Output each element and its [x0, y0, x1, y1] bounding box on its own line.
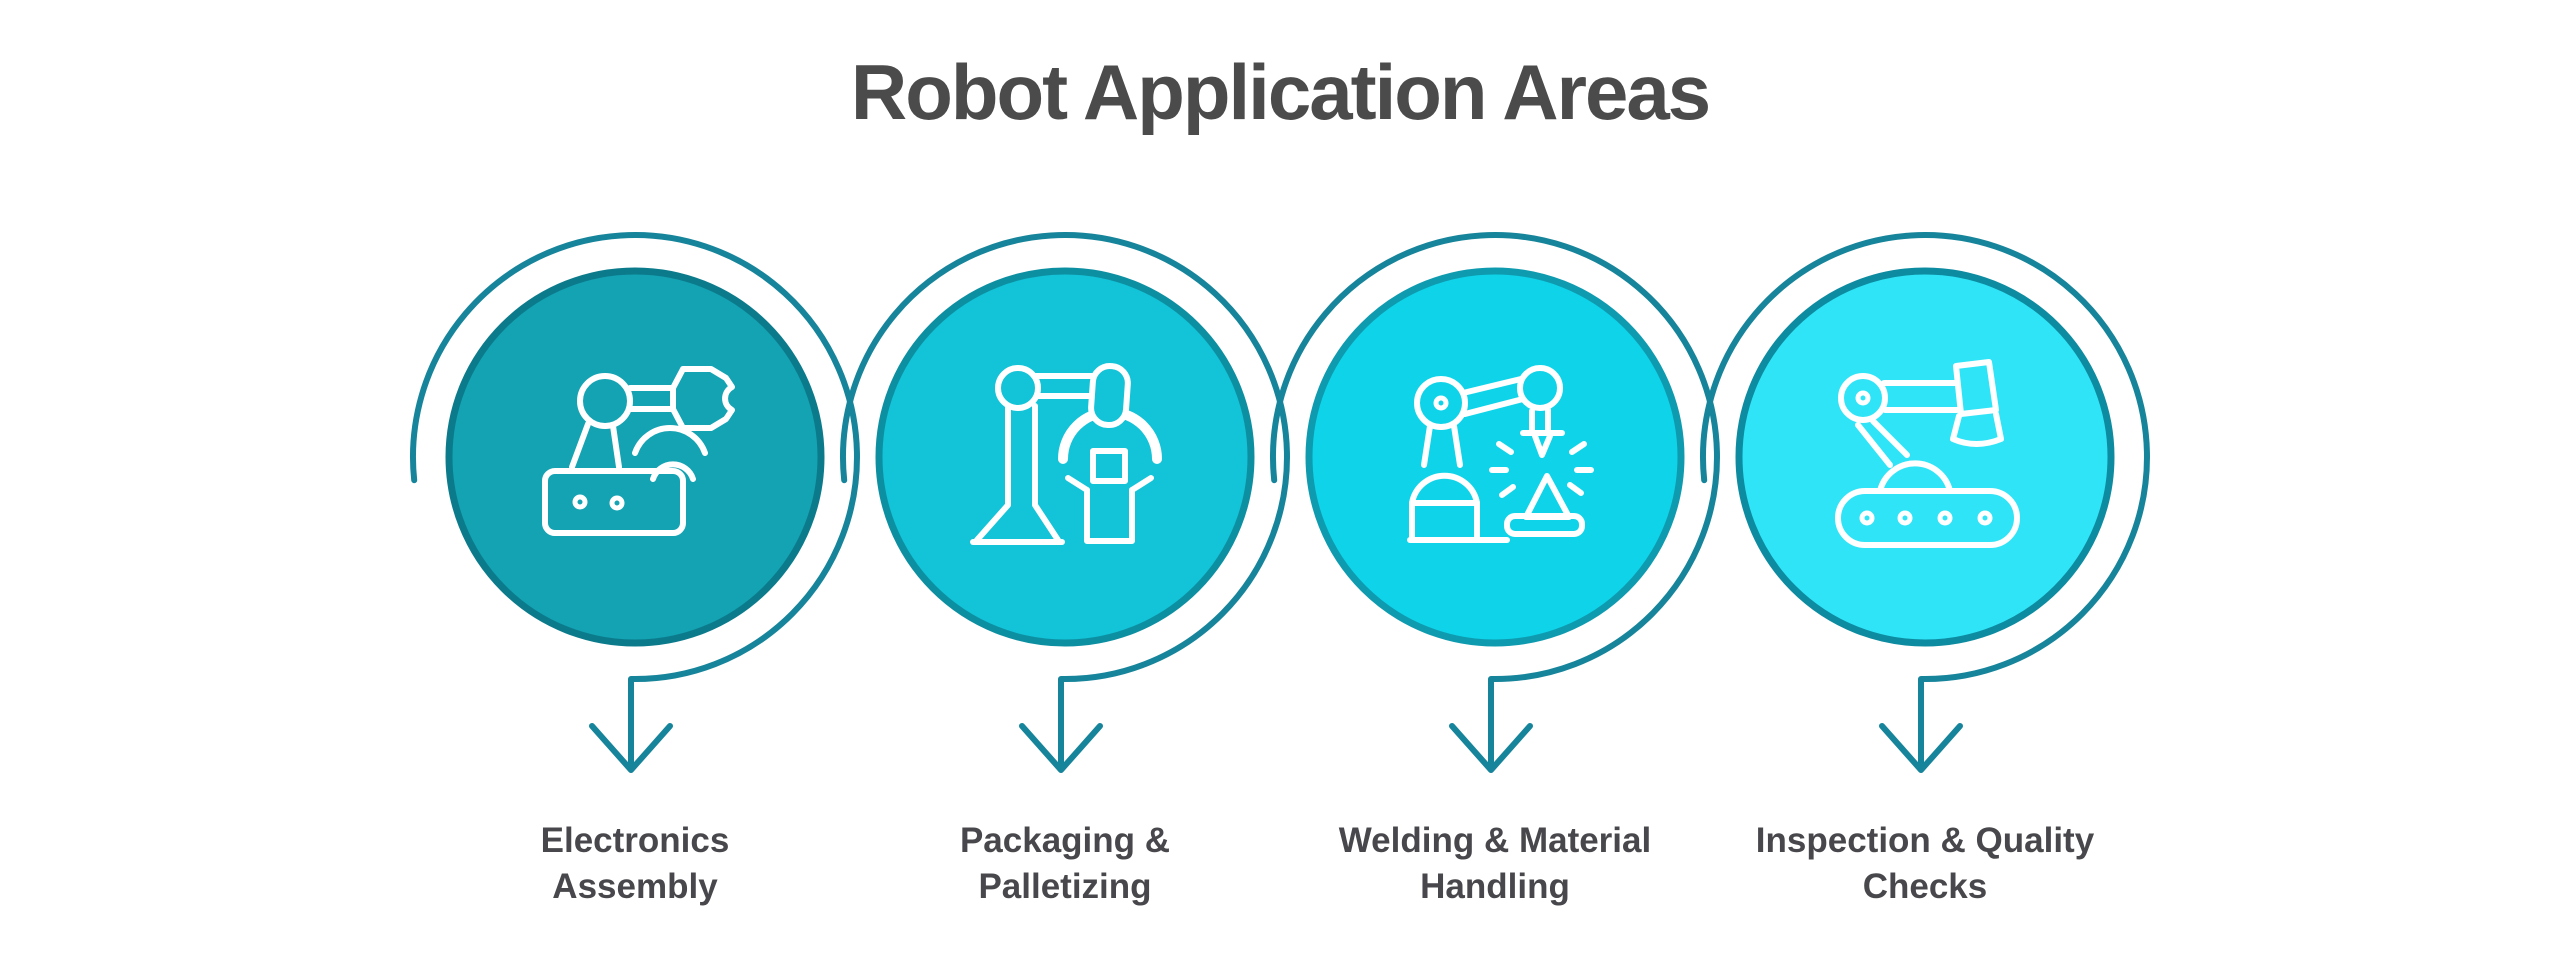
indicator-dot [572, 494, 588, 510]
robot-lower-arm [1870, 417, 1910, 458]
open-carton [1084, 486, 1135, 544]
connector-ring-arrow [839, 231, 1290, 773]
gantry-joint [995, 364, 1041, 411]
robot-shoulder-joint [577, 372, 633, 429]
item-label: Packaging & Palletizing [960, 818, 1170, 910]
item-label-line: Handling [1420, 866, 1570, 906]
application-items-row: Electronics Assembly [0, 222, 2560, 910]
welding-material-handling-robot-icon [1407, 364, 1594, 543]
item-graphic-welding-material-handling [1269, 231, 1720, 773]
item-label-line: Packaging & [959, 820, 1171, 860]
joint-center-dot [1433, 395, 1449, 411]
application-item-electronics-assembly: Electronics Assembly [409, 222, 860, 910]
page-title: Robot Application Areas [850, 48, 1711, 136]
item-label-line: Palletizing [978, 866, 1152, 906]
inspection-tool-skirt [1950, 410, 2004, 447]
robot-base-dome [1409, 472, 1480, 506]
application-item-packaging-palletizing: Packaging & Palletizing [839, 222, 1290, 910]
robot-leg [569, 420, 591, 470]
item-label: Electronics Assembly [541, 818, 730, 910]
workpiece-plate [1504, 512, 1585, 537]
weld-spark [1567, 481, 1584, 496]
carton-flap [1065, 474, 1090, 493]
gantry-column [974, 402, 1011, 543]
gantry-column [1032, 402, 1061, 543]
item-label: Welding & Material Handling [1339, 818, 1651, 910]
connector-ring-arrow [1269, 231, 1720, 773]
robot-shoulder-joint [1838, 372, 1888, 423]
wrench-end-effector [670, 365, 735, 431]
weld-spark [1499, 483, 1516, 498]
gripper-wrist [1088, 362, 1131, 428]
robot-elbow-joint [1517, 364, 1563, 411]
robot-torso [1421, 422, 1433, 468]
item-label-line: Checks [1862, 866, 1988, 906]
electronics-assembly-robot-icon [542, 365, 735, 536]
robot-torso [1451, 422, 1463, 468]
wifi-signal-icon [650, 461, 696, 482]
connector-ring-arrow [1699, 231, 2150, 773]
weld-spark [1496, 440, 1514, 455]
robot-shoulder-joint [1414, 375, 1468, 430]
item-graphic-electronics-assembly [409, 231, 860, 773]
item-circle [445, 267, 825, 647]
conveyor-roller-dot [1897, 510, 1913, 526]
connector-ring-arrow [409, 231, 860, 773]
item-circle [1305, 267, 1685, 647]
carried-box [1090, 447, 1128, 484]
packaging-palletizing-robot-icon [970, 362, 1162, 545]
item-label-line: Inspection & Quality [1755, 820, 2095, 860]
robot-lower-arm [1855, 421, 1893, 468]
control-box [542, 467, 686, 536]
welding-torch-tip [1532, 432, 1553, 458]
carton-flap [1129, 474, 1154, 493]
weld-spark [1569, 440, 1587, 455]
item-label-line: Electronics [540, 820, 730, 860]
conveyor-roller-dot [1937, 510, 1953, 526]
robot-upper-arm [1460, 375, 1524, 396]
item-label: Inspection & Quality Checks [1756, 818, 2094, 910]
conveyor-belt [1835, 487, 2020, 548]
item-label-line: Assembly [552, 866, 718, 906]
joint-center-dot [1855, 390, 1871, 406]
robot-upper-arm [1462, 395, 1526, 417]
conveyor-roller-dot [1977, 510, 1993, 526]
robot-leg [610, 422, 622, 470]
wifi-signal-icon [632, 424, 708, 456]
item-graphic-packaging-palletizing [839, 231, 1290, 773]
item-circle [1735, 267, 2115, 647]
indicator-dot [609, 495, 625, 511]
application-item-inspection-quality-checks: Inspection & Quality Checks [1699, 222, 2150, 910]
conveyor-roller-dot [1859, 510, 1875, 526]
application-item-welding-material-handling: Welding & Material Handling [1269, 222, 1720, 910]
robot-base-dome [1877, 460, 1953, 494]
item-graphic-inspection-quality-checks [1699, 231, 2150, 773]
inspection-quality-checks-robot-icon [1835, 358, 2020, 548]
item-label-line: Welding & Material [1338, 820, 1652, 860]
inspection-tool-head [1953, 358, 1999, 417]
